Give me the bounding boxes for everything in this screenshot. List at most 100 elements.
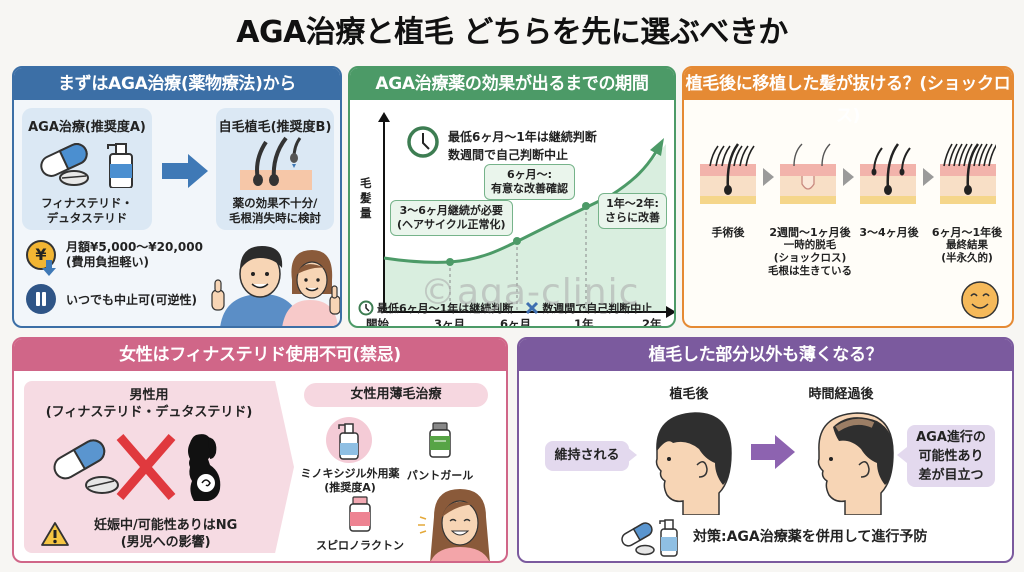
- arrow-right-icon: [162, 154, 208, 188]
- hair-stage-2-illustration: [780, 143, 836, 204]
- stage-sub: 一時的脱毛: [783, 239, 837, 251]
- note-line1: 最低6ヶ月〜1年は継続判断: [448, 130, 597, 144]
- item-label: ミノキシジル外用薬: [300, 467, 400, 480]
- smiley-icon: [961, 281, 999, 319]
- panel-treatment-timeline: AGA治療薬の効果が出るまでの期間 最低6ヶ月〜1年は継続判断 数週間で自己判断…: [348, 66, 676, 328]
- after-time-label: 時間経過後: [808, 387, 874, 402]
- warning-icon: [41, 522, 69, 546]
- callout-text: 6ヶ月〜:: [506, 168, 553, 181]
- stop-text: いつでも中止可(可逆性): [66, 292, 197, 307]
- panel-header: まずはAGA治療(薬物療法)から: [14, 68, 340, 100]
- stage-4-label: 6ヶ月〜1年後 最終結果 (半永久的): [924, 226, 1010, 265]
- hair-transplant-title: 自毛植毛(推奨度B): [218, 120, 332, 135]
- spray-bottle-icon: [338, 423, 359, 460]
- aga-treatment-title: AGA治療(推奨度A): [28, 120, 146, 135]
- transplant-line1: 薬の効果不十分/: [232, 196, 318, 210]
- panel-header: 植毛した部分以外も薄くなる？: [519, 339, 1012, 371]
- clock-icon: [358, 300, 374, 316]
- x-tick-6m: 6ヶ月: [500, 317, 532, 328]
- no-pregnancy-illustration: [53, 434, 221, 501]
- panel-aga-first: まずはAGA治療(薬物療法)から AGA治療(推奨度A) フィナステリド・ デュ…: [12, 66, 342, 328]
- timeline-note: 最低6ヶ月〜1年は継続判断 数週間で自己判断中止: [448, 128, 597, 164]
- stage-2-label: 2週間〜1ヶ月後 一時的脱毛 (ショックロス) 毛根は生きている: [762, 226, 858, 278]
- countermeasure-text: 対策:AGA治療薬を併用して進行予防: [693, 529, 928, 545]
- x-tick-start: 開始: [366, 317, 389, 328]
- bubble-line1: AGA進行の: [916, 430, 986, 445]
- aga-progress-bubble: AGA進行の 可能性あり 差が目立つ: [907, 425, 995, 487]
- countermeasure-row: 対策:AGA治療薬を併用して進行予防: [619, 515, 927, 557]
- bubble-pointer: [627, 447, 637, 463]
- callout-1-year: 1年〜2年: さらに改善: [598, 193, 667, 229]
- warning-line1: 妊娠中/可能性ありはNG: [94, 518, 238, 533]
- pregnant-woman-icon: [188, 434, 221, 501]
- callout-text: さらに改善: [605, 211, 660, 224]
- stage-sub: 最終結果: [946, 239, 988, 251]
- callout-text: (ヘアサイクル正常化): [397, 218, 506, 231]
- female-treatment-title: 女性用薄毛治療: [304, 383, 488, 407]
- legend-ok-text: 最低6ヶ月〜1年は継続判断: [377, 302, 514, 315]
- stage-sub: (ショックロス): [773, 252, 847, 264]
- stage-title: 手術後: [711, 226, 745, 239]
- stage-1-label: 手術後: [698, 226, 758, 239]
- stage-sub: 毛根は生きている: [768, 265, 852, 277]
- warning-line2: (男児への影響): [120, 535, 211, 550]
- item-sub: (推奨度A): [324, 481, 376, 494]
- minoxidil-label: ミノキシジル外用薬 (推奨度A): [300, 467, 400, 495]
- panel-header: 女性はフィナステリド使用不可(禁忌): [14, 339, 506, 371]
- prohibited-x-icon: [116, 434, 176, 500]
- panel-progressive-thinning: 植毛した部分以外も薄くなる？ 植毛後 時間経過後 維持される AGA進行の 可能…: [517, 337, 1014, 563]
- stage-title: 3〜4ヶ月後: [859, 226, 919, 239]
- hair-transplant-box: 自毛植毛(推奨度B) 薬の効果不十分/ 毛根消失時に検討: [216, 108, 334, 230]
- panel-shock-loss: 植毛後に移植した髪が抜ける？(ショックロス) 手術後: [682, 66, 1014, 328]
- hair-stage-1-illustration: [700, 143, 756, 204]
- pause-icon: [26, 284, 56, 314]
- head-thinning-hair-illustration: [817, 412, 894, 515]
- hair-stage-4-illustration: [940, 143, 996, 204]
- aga-drug-line1: フィナステリド・: [41, 196, 133, 210]
- bubble-pointer: [897, 447, 907, 463]
- pregnancy-warning: 妊娠中/可能性ありはNG (男児への影響): [40, 517, 237, 551]
- after-transplant-label: 植毛後: [669, 387, 709, 402]
- stop-row: いつでも中止可(可逆性): [26, 284, 197, 314]
- clock-icon: [407, 126, 439, 158]
- bubble-line3: 差が目立つ: [918, 468, 984, 483]
- supplement-bottle-icon: [429, 422, 451, 458]
- note-line2: 数週間で自己判断中止: [448, 148, 569, 162]
- page-title: AGA治療と植毛 どちらを先に選ぶべきか: [236, 15, 788, 50]
- maintained-bubble: 維持される: [545, 441, 629, 471]
- next-arrow-icon: [843, 168, 854, 186]
- legend-ng-text: 数週間で自己判断中止: [542, 302, 653, 315]
- callout-text: 1年〜2年:: [606, 197, 659, 210]
- hair-growth-chart: [378, 112, 674, 318]
- cost-row: ¥ 月額¥5,000〜¥20,000 (費用負担軽い): [26, 240, 203, 276]
- bubble-line2: 可能性あり: [918, 449, 984, 464]
- stage-title: 2週間〜1ヶ月後: [769, 226, 851, 239]
- x-tick-2y: 2年: [642, 317, 662, 328]
- chart-legend: 最低6ヶ月〜1年は継続判断 数週間で自己判断中止: [358, 300, 652, 316]
- spironolactone-label: スピロノラクトン: [316, 539, 404, 552]
- x-tick-1y: 1年: [574, 317, 594, 328]
- y-axis-label: 毛髪量: [360, 176, 372, 220]
- cost-note: (費用負担軽い): [66, 255, 149, 269]
- stage-sub: (半永久的): [941, 252, 993, 264]
- stage-3-label: 3〜4ヶ月後: [856, 226, 922, 239]
- callout-text: 3〜6ヶ月継続が必要: [399, 204, 503, 217]
- stage-title: 6ヶ月〜1年後: [931, 226, 1003, 239]
- next-arrow-icon: [763, 168, 774, 186]
- spray-bottle-icon: [107, 143, 133, 188]
- male-title-line1: 男性用: [129, 388, 169, 403]
- capsule-icon: [40, 143, 133, 188]
- callout-text: 有意な改善確認: [491, 182, 568, 195]
- panel-women-contraindication: 女性はフィナステリド使用不可(禁忌) 男性用 (フィナステリド・デュタステリド): [12, 337, 508, 563]
- arrow-right-icon: [751, 435, 795, 469]
- aga-drug-line2: デュタステリド: [46, 211, 128, 225]
- next-arrow-icon: [923, 168, 934, 186]
- transplant-line2: 毛根消失時に検討: [229, 211, 321, 225]
- hair-follicle-icon: [240, 136, 312, 190]
- panel-header: AGA治療薬の効果が出るまでの期間: [350, 68, 674, 100]
- x-mark-icon: [526, 301, 539, 315]
- x-tick-3m: 3ヶ月: [434, 317, 466, 328]
- smiling-woman-illustration: [418, 489, 490, 561]
- male-title-line2: (フィナステリド・デュタステリド): [45, 405, 253, 420]
- happy-couple-illustration: [211, 246, 340, 326]
